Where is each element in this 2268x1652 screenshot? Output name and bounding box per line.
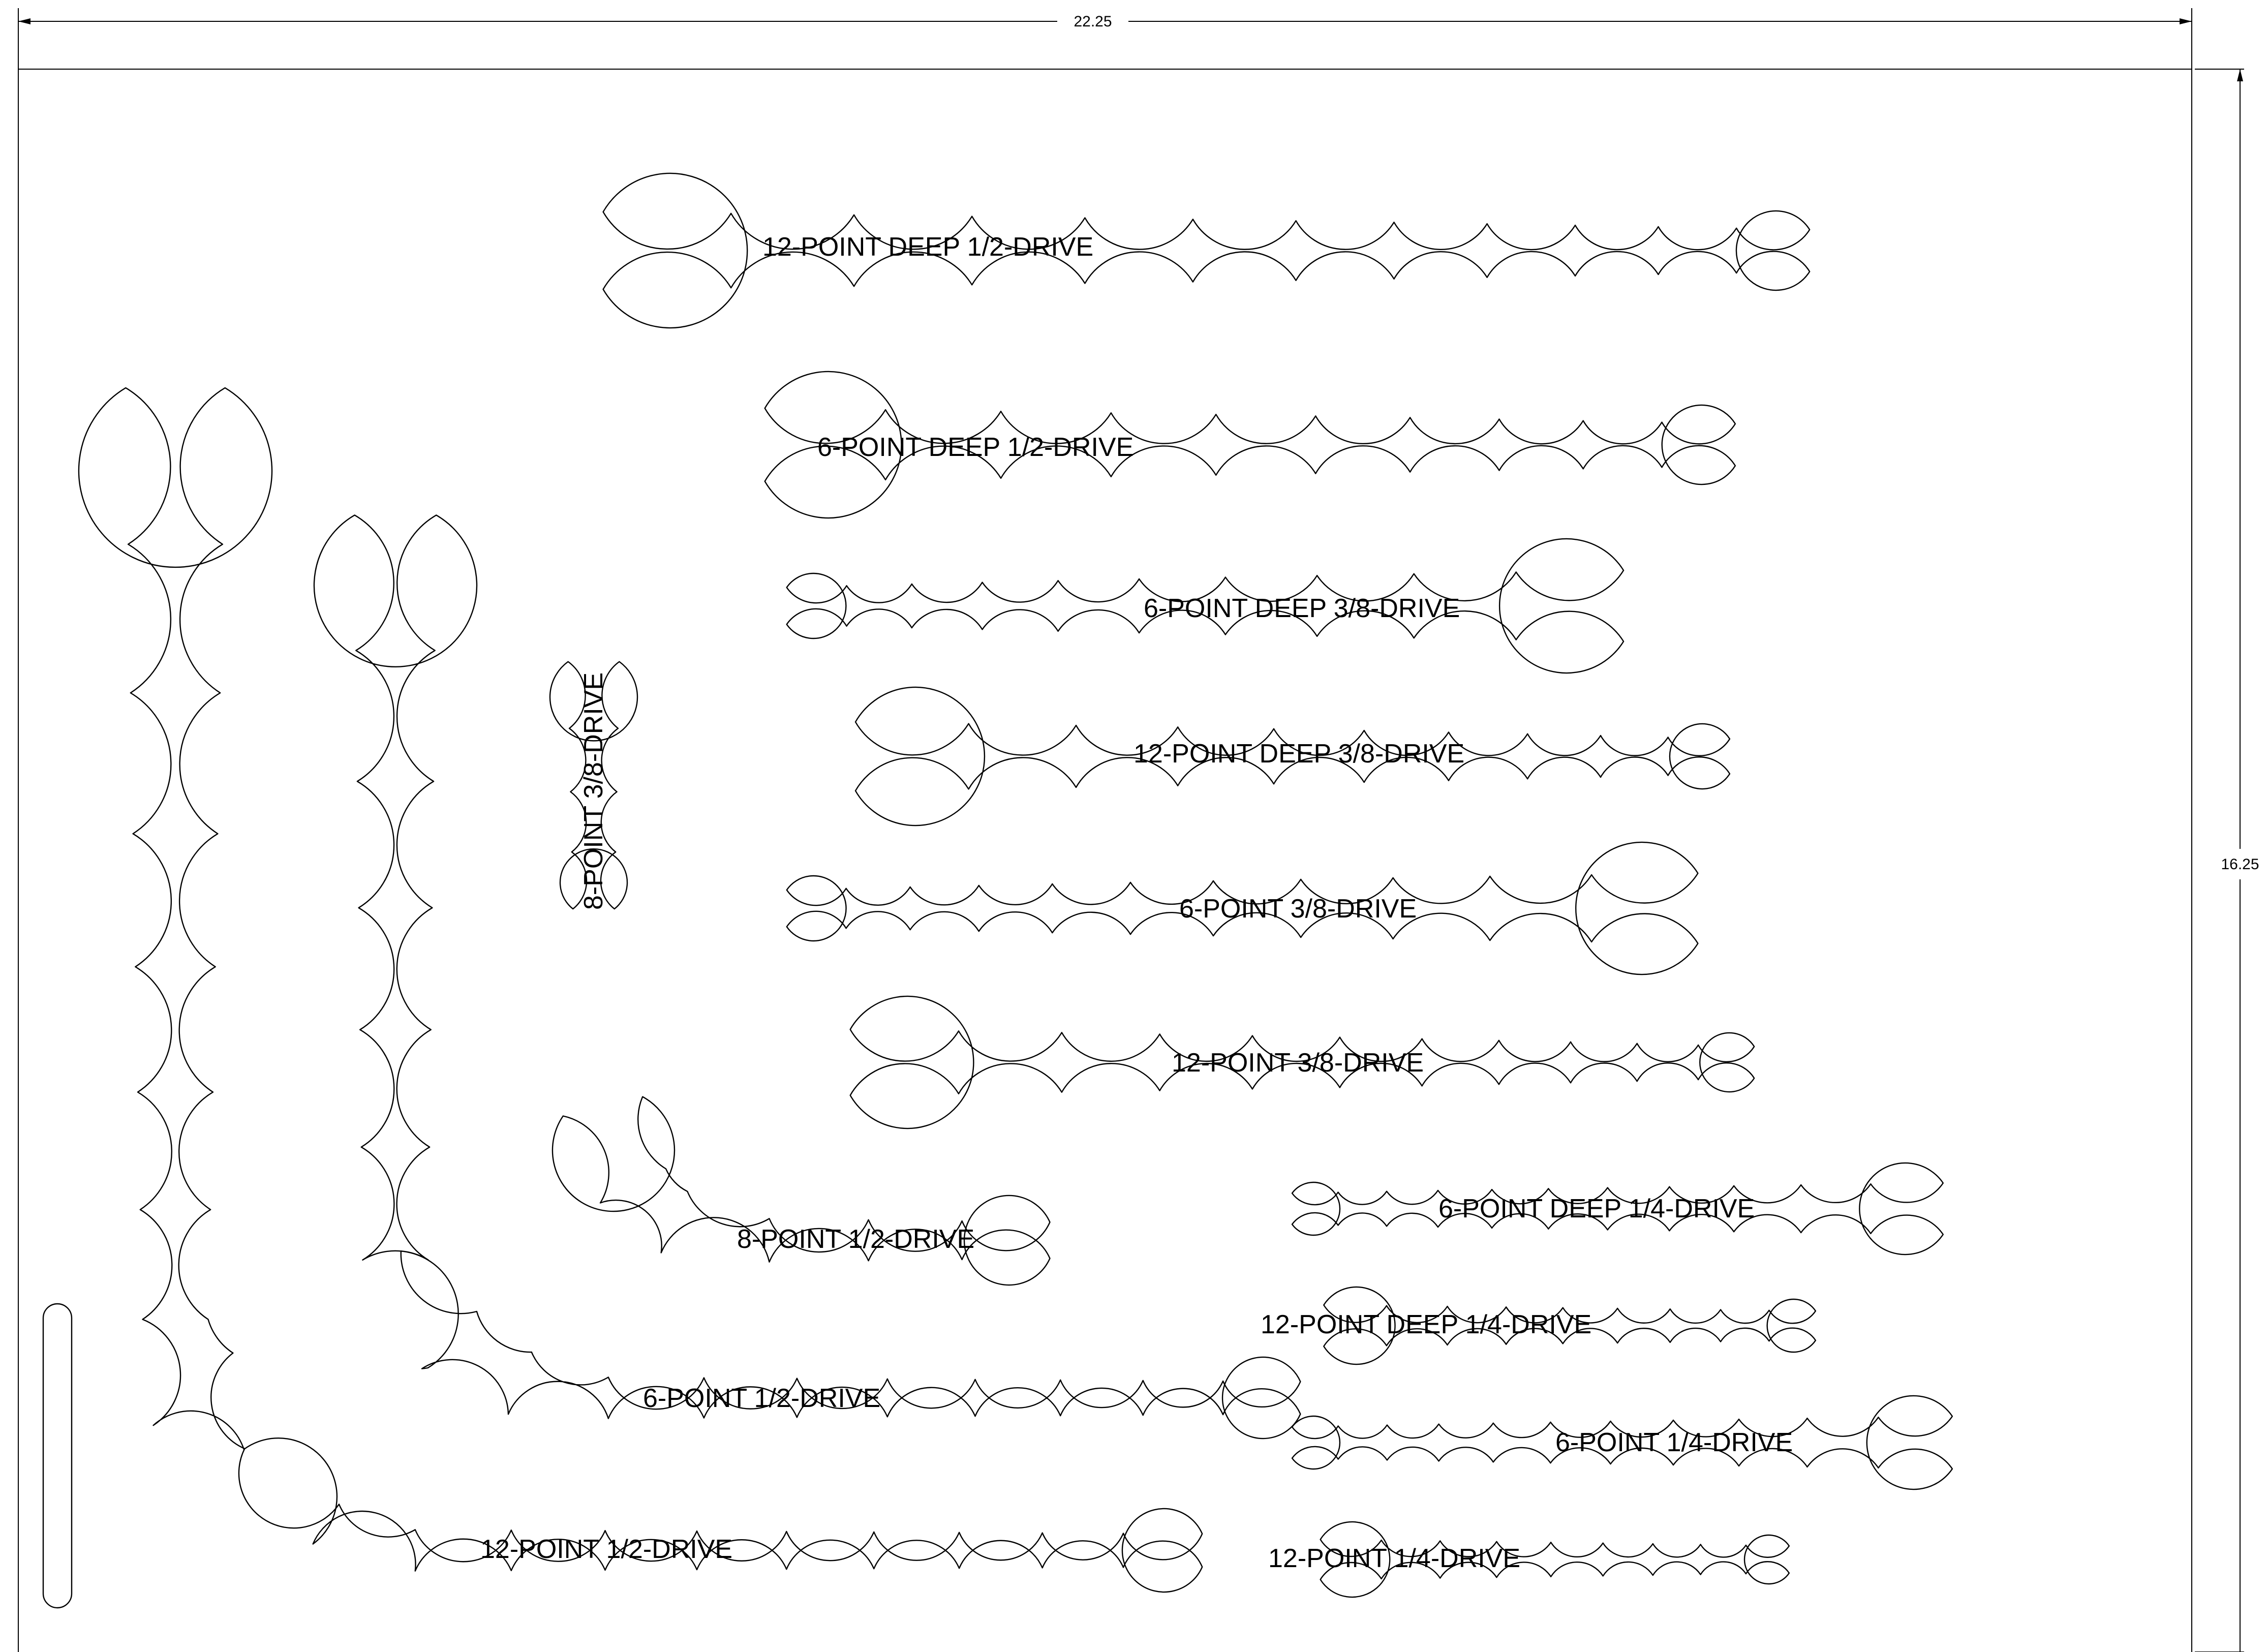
cutout-6-point-deep-three-eighths-drive bbox=[786, 538, 1625, 674]
cutout-6-point-three-eighths-drive bbox=[786, 841, 1699, 975]
cutout-12-point-deep-three-eighths-drive bbox=[854, 686, 1731, 827]
width-dimension-text: 22.25 bbox=[1074, 13, 1112, 30]
label-6-point-deep-three-eighths-drive: 6-POINT DEEP 3/8-DRIVE bbox=[1144, 594, 1460, 623]
cutout-8-point-half-drive bbox=[551, 1096, 1051, 1286]
cutout-12-point-deep-half-drive bbox=[602, 172, 1811, 329]
cutout-6-point-quarter-drive bbox=[1291, 1395, 1953, 1490]
label-12-point-deep-half-drive: 12-POINT DEEP 1/2-DRIVE bbox=[762, 232, 1093, 262]
cutout-6-point-deep-half-drive bbox=[764, 371, 1736, 519]
label-6-point-quarter-drive: 6-POINT 1/4-DRIVE bbox=[1555, 1428, 1793, 1457]
label-12-point-quarter-drive: 12-POINT 1/4-DRIVE bbox=[1268, 1544, 1520, 1573]
socket-cutouts bbox=[78, 172, 1953, 1598]
label-6-point-half-drive: 6-POINT 1/2-DRIVE bbox=[643, 1384, 880, 1413]
cutout-6-point-half-drive bbox=[313, 514, 1301, 1440]
slot-cutout bbox=[42, 1303, 73, 1609]
cutout-6-point-deep-quarter-drive bbox=[1291, 1162, 1944, 1256]
label-12-point-deep-three-eighths-drive: 12-POINT DEEP 3/8-DRIVE bbox=[1133, 739, 1464, 769]
cutout-12-point-three-eighths-drive bbox=[849, 995, 1755, 1129]
height-dimension: 16.25 bbox=[2195, 69, 2259, 1652]
label-12-point-three-eighths-drive: 12-POINT 3/8-DRIVE bbox=[1172, 1048, 1424, 1078]
cutout-12-point-deep-quarter-drive bbox=[1323, 1286, 1817, 1365]
tray-border bbox=[18, 69, 2192, 1652]
cutout-12-point-quarter-drive bbox=[1320, 1521, 1790, 1598]
width-dimension: 22.25 bbox=[18, 8, 2192, 69]
cutout-12-point-half-drive bbox=[78, 387, 1203, 1593]
label-8-point-three-eighths-drive: 8-POINT 3/8-DRIVE bbox=[579, 672, 608, 910]
height-dimension-text: 16.25 bbox=[2221, 856, 2259, 873]
label-8-point-half-drive: 8-POINT 1/2-DRIVE bbox=[737, 1225, 974, 1254]
label-6-point-deep-half-drive: 6-POINT DEEP 1/2-DRIVE bbox=[817, 433, 1133, 462]
label-12-point-half-drive: 12-POINT 1/2-DRIVE bbox=[480, 1535, 732, 1564]
cutout-8-point-three-eighths-drive bbox=[549, 661, 638, 910]
label-6-point-deep-quarter-drive: 6-POINT DEEP 1/4-DRIVE bbox=[1438, 1194, 1755, 1223]
label-12-point-deep-quarter-drive: 12-POINT DEEP 1/4-DRIVE bbox=[1261, 1310, 1591, 1339]
label-6-point-three-eighths-drive: 6-POINT 3/8-DRIVE bbox=[1179, 894, 1417, 924]
